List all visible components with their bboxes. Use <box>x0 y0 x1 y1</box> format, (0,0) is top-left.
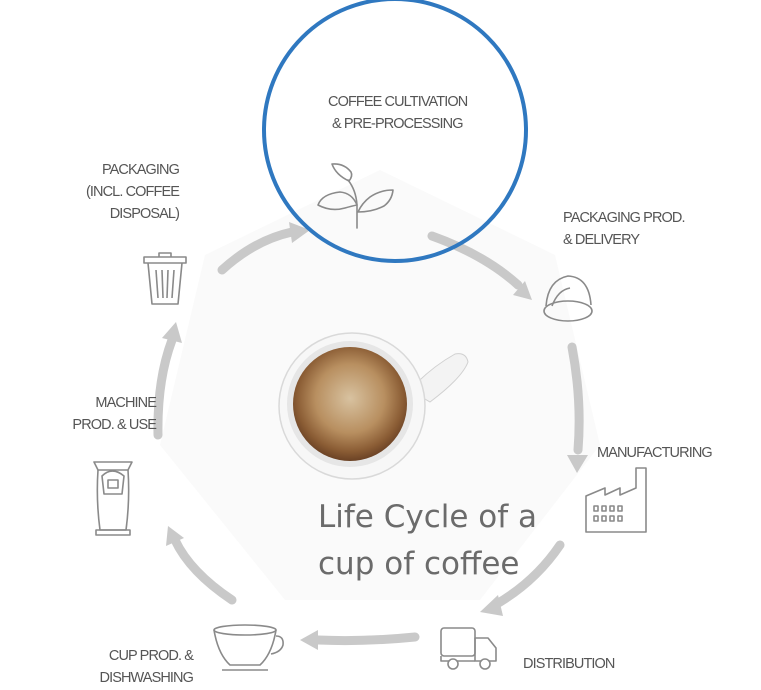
title-line: Life Cycle of a <box>318 499 538 535</box>
label-line: (INCL. COFFEE <box>85 184 180 200</box>
arrowhead-packaging-to-manufacturing <box>567 455 588 473</box>
label-line: PACKAGING <box>101 162 180 178</box>
arrowhead-machine-to-disposal <box>162 322 182 343</box>
label-line: DISTRIBUTION <box>523 656 615 672</box>
arrow-cultivation-to-packaging <box>427 231 523 290</box>
diagram-title: Life Cycle of a cup of coffee <box>318 494 578 588</box>
arrow-cup-to-machine <box>170 535 237 605</box>
arrow-manufacturing-to-distribution <box>490 540 565 610</box>
arrow-disposal-to-cultivation <box>217 227 297 275</box>
label-line: & DELIVERY <box>563 232 640 248</box>
label-line: DISHWASHING <box>99 670 194 686</box>
trash-bin-icon <box>143 252 187 305</box>
leaf-icon <box>317 163 394 229</box>
label-line: PROD. & USE <box>72 417 156 433</box>
title-line: cup of coffee <box>318 546 520 582</box>
factory-icon <box>585 467 647 533</box>
arrow-machine-to-disposal <box>153 335 177 440</box>
arrow-packaging-to-manufacturing <box>567 342 584 455</box>
label-packaging-disposal: PACKAGING (INCL. COFFEE DISPOSAL) <box>48 159 180 225</box>
coffee-machine-icon <box>93 461 133 536</box>
label-cup-production: CUP PROD. & DISHWASHING <box>66 645 194 689</box>
label-distribution: DISTRIBUTION <box>523 653 615 675</box>
arrow-distribution-to-cup <box>313 632 420 646</box>
label-manufacturing: MANUFACTURING <box>597 442 713 464</box>
arrowhead-distribution-to-cup <box>300 630 318 650</box>
cycle-arrows <box>153 222 588 650</box>
label-line: CUP PROD. & <box>108 648 194 664</box>
label-packaging-production: PACKAGING PROD. & DELIVERY <box>563 207 685 251</box>
label-line: MACHINE <box>95 395 156 411</box>
arrowhead-cup-to-machine <box>166 526 184 546</box>
arrowhead-disposal-to-cultivation <box>289 222 310 243</box>
cup-icon <box>213 624 284 671</box>
highlight-ring <box>262 0 528 263</box>
label-line: DISPOSAL) <box>109 206 180 222</box>
capsule-icon <box>543 275 593 322</box>
arrowhead-manufacturing-to-distribution <box>480 595 503 616</box>
truck-icon <box>440 627 497 670</box>
label-line: MANUFACTURING <box>597 445 713 461</box>
label-machine: MACHINE PROD. & USE <box>30 392 156 436</box>
label-line: & PRE-PROCESSING <box>332 116 464 132</box>
coffee-cup-photo <box>278 332 469 480</box>
label-coffee-cultivation: COFFEE CULTIVATION & PRE-PROCESSING <box>328 91 468 135</box>
label-line: PACKAGING PROD. <box>563 210 685 226</box>
arrowhead-cultivation-to-packaging <box>513 281 532 300</box>
label-line: COFFEE CULTIVATION <box>328 94 468 110</box>
